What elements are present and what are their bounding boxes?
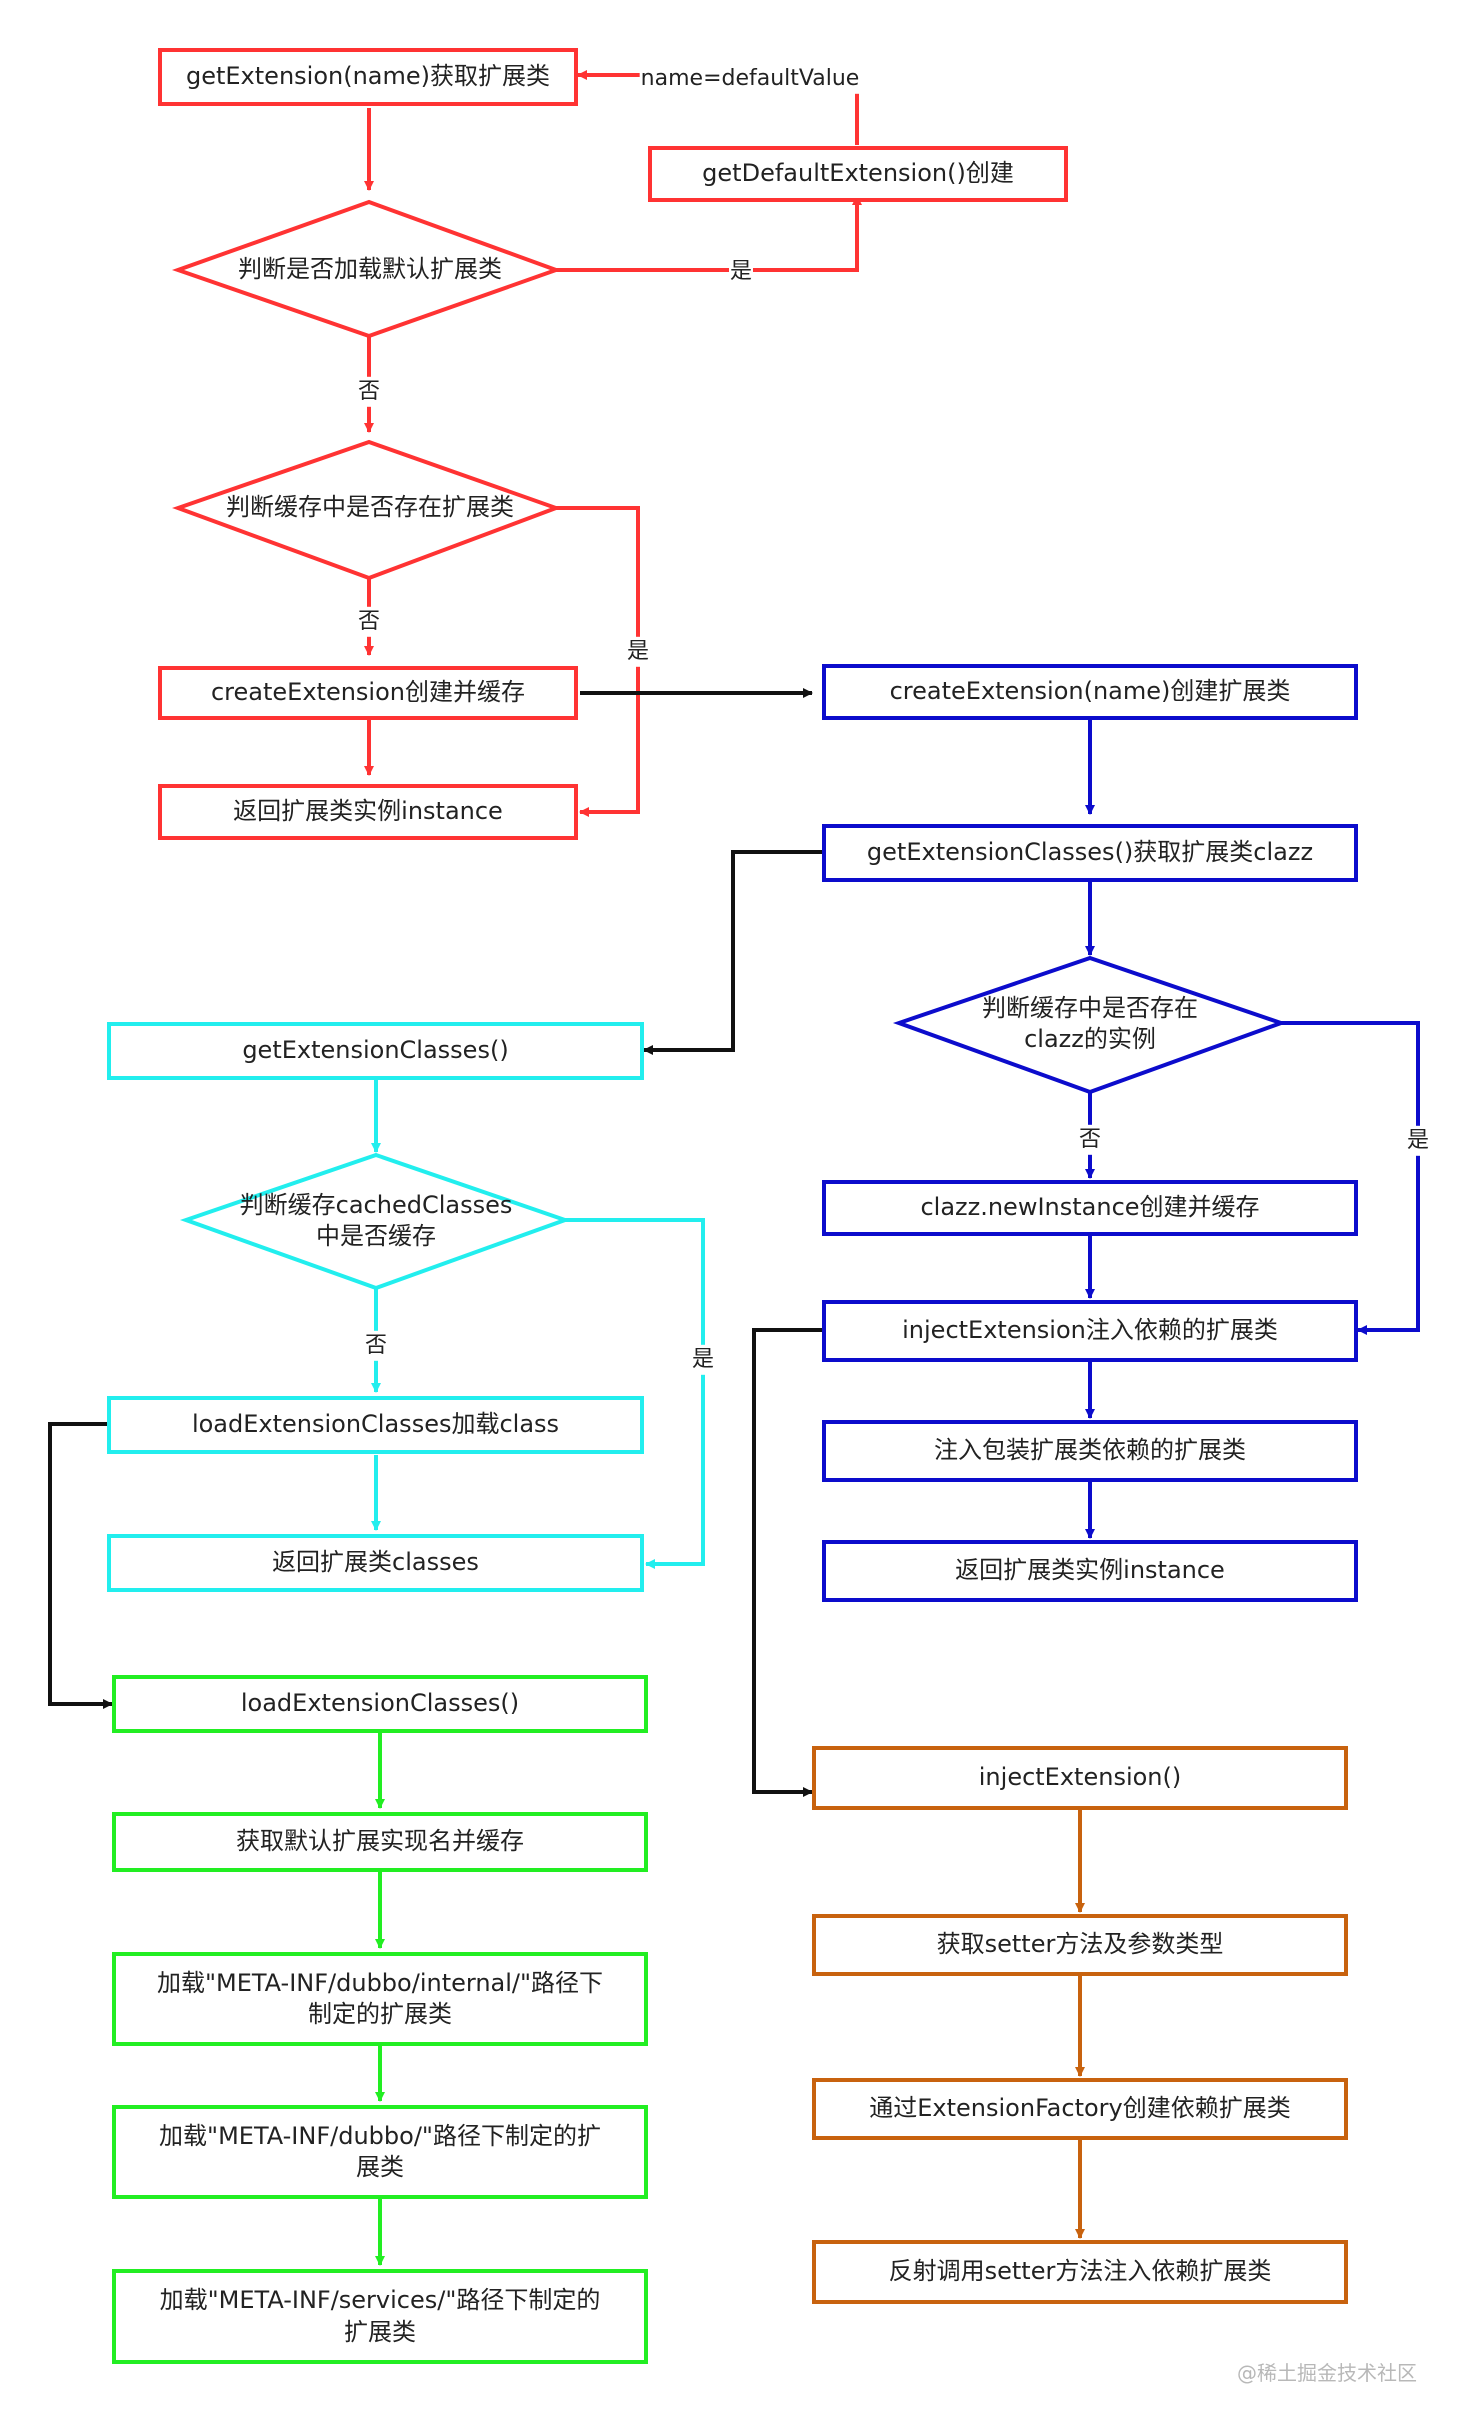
decision-clazz-cache-label: 判断缓存中是否存在 clazz的实例 <box>982 993 1198 1053</box>
watermark: @稀土掘金技术社区 <box>1237 2361 1417 2385</box>
reflect-setter-node: 反射调用setter方法注入依赖扩展类 <box>812 2240 1348 2304</box>
get-extension-node: getExtension(name)获取扩展类 <box>158 48 578 106</box>
return-instance-blue-node: 返回扩展类实例instance <box>822 1540 1358 1602</box>
edge-label-no-clazz: 否 <box>1077 1124 1103 1156</box>
edge-decision-yes-to-default <box>556 195 862 272</box>
decision-cached-classes-label: 判断缓存cachedClasses 中是否缓存 <box>239 1190 513 1250</box>
default-extension-node: getDefaultExtension()创建 <box>648 146 1068 202</box>
extension-factory-node: 通过ExtensionFactory创建依赖扩展类 <box>812 2078 1348 2140</box>
edge-blue-getclasses-to-cyan <box>643 850 822 1055</box>
decision-cache-diamond <box>172 439 562 581</box>
load-internal-node: 加载"META-INF/dubbo/internal/"路径下 制定的扩展类 <box>112 1952 648 2046</box>
decision-clazz-cache-diamond <box>892 955 1288 1095</box>
edge-cyan-load-to-green <box>48 1422 113 1709</box>
load-dubbo-node: 加载"META-INF/dubbo/"路径下制定的扩 展类 <box>112 2105 648 2199</box>
edge-label-yes-cache: 是 <box>625 636 651 668</box>
return-instance-node: 返回扩展类实例instance <box>158 784 578 840</box>
create-extension-name-node: createExtension(name)创建扩展类 <box>822 664 1358 720</box>
edge-decision-yes-to-inject <box>1281 1021 1420 1335</box>
default-name-cache-node: 获取默认扩展实现名并缓存 <box>112 1812 648 1872</box>
decision-load-default-diamond <box>171 199 562 339</box>
load-services-node: 加载"META-INF/services/"路径下制定的 扩展类 <box>112 2269 648 2364</box>
decision-cached-classes-diamond <box>179 1152 572 1291</box>
inject-extension-node: injectExtension注入依赖的扩展类 <box>822 1300 1358 1362</box>
edge-label-no-cache: 否 <box>356 606 382 638</box>
load-extension-classes-node: loadExtensionClasses() <box>112 1675 648 1733</box>
edge-label-no-default: 否 <box>356 376 382 408</box>
get-extension-classes-node: getExtensionClasses() <box>107 1022 644 1080</box>
edge-label-yes-clazz: 是 <box>1405 1125 1431 1157</box>
inject-wrapper-node: 注入包装扩展类依赖的扩展类 <box>822 1420 1358 1482</box>
edge-label-yes-default: 是 <box>728 256 754 288</box>
inject-extension-orange-node: injectExtension() <box>812 1746 1348 1810</box>
create-extension-cache-node: createExtension创建并缓存 <box>158 666 578 720</box>
get-setter-node: 获取setter方法及参数类型 <box>812 1914 1348 1976</box>
new-instance-node: clazz.newInstance创建并缓存 <box>822 1180 1358 1236</box>
edge-cyan-decision-yes-to-return <box>565 1218 705 1569</box>
load-extension-classes-class-node: loadExtensionClasses加载class <box>107 1396 644 1454</box>
get-extension-classes-clazz-node: getExtensionClasses()获取扩展类clazz <box>822 824 1358 882</box>
return-classes-node: 返回扩展类classes <box>107 1534 644 1592</box>
decision-load-default-label: 判断是否加载默认扩展类 <box>238 255 502 284</box>
edge-label-yes-cached: 是 <box>690 1344 716 1376</box>
edge-label-no-cached: 否 <box>363 1330 389 1362</box>
edge-blue-inject-to-orange <box>752 1328 822 1797</box>
edge-label-name-default: name=defaultValue <box>639 63 861 95</box>
decision-cache-label: 判断缓存中是否存在扩展类 <box>226 493 514 522</box>
